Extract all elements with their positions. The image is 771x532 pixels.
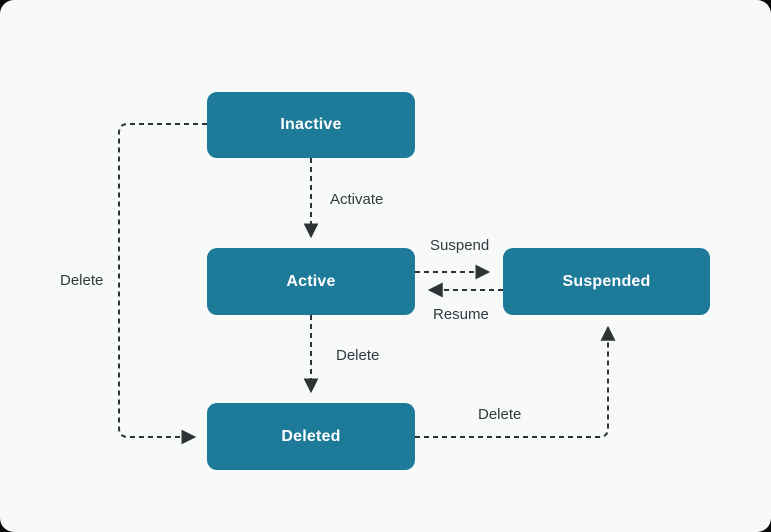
edge-label-delete-inactive-deleted: Delete [60, 272, 104, 289]
edge-label-resume: Resume [433, 306, 489, 323]
edge-label-delete-deleted-suspended: Delete [478, 406, 522, 423]
state-node-label: Active [286, 272, 336, 290]
edge-inactive-to-deleted-arrow [118, 123, 207, 445]
edge-label-activate: Activate [330, 191, 384, 208]
state-node-deleted: Deleted [207, 403, 415, 470]
state-node-suspended: Suspended [503, 248, 710, 315]
edge-label-delete-active-deleted: Delete [336, 347, 380, 364]
state-node-inactive: Inactive [207, 92, 415, 158]
state-node-active: Active [207, 248, 415, 315]
edge-label-suspend: Suspend [430, 237, 490, 254]
state-node-label: Deleted [281, 427, 341, 445]
state-node-label: Suspended [562, 272, 651, 290]
edge-deleted-to-suspended-arrow [415, 325, 616, 438]
state-node-label: Inactive [280, 116, 342, 133]
